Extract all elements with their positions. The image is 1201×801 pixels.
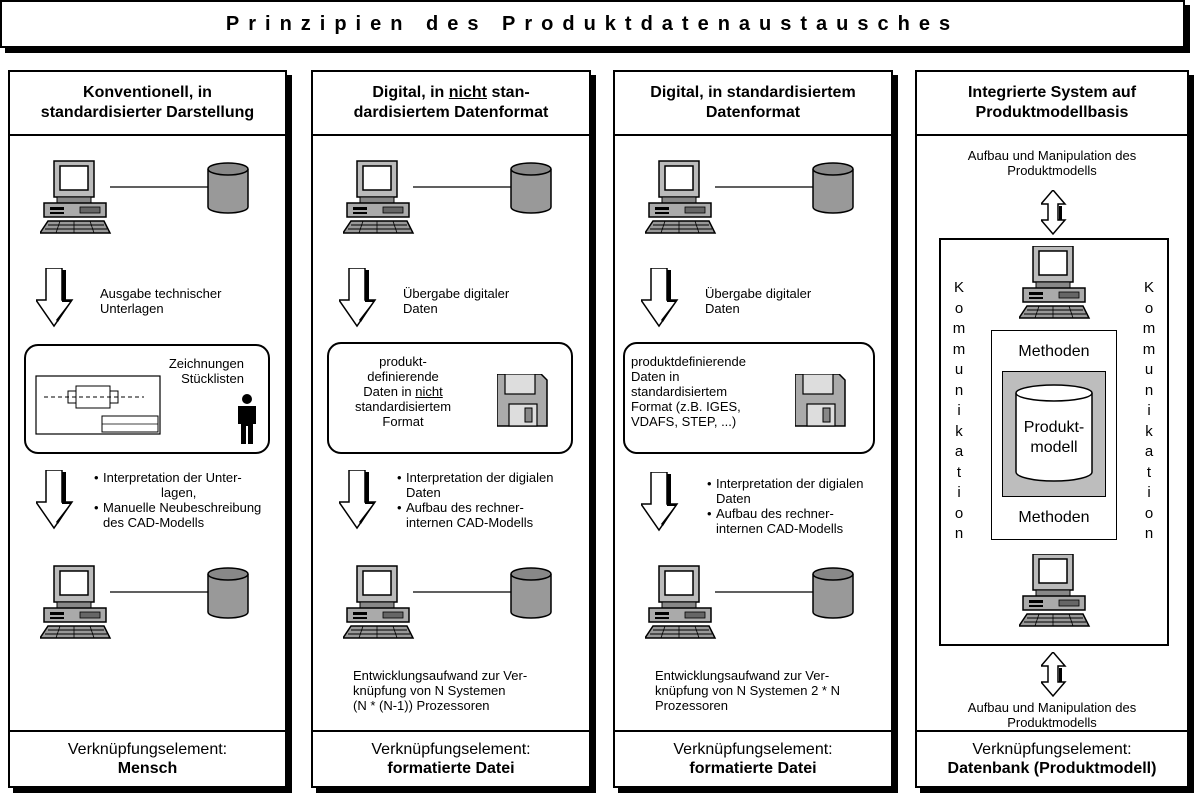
down-arrow-icon [641,472,678,531]
format-description: produktdefinierende Daten in standardisi… [631,354,746,429]
computer-icon [645,565,716,639]
product-model-label: Produkt-modell [1023,419,1085,456]
floppy-disk-icon [497,374,548,427]
computer-database-pair [40,565,249,639]
technical-drawing-icon [35,375,161,435]
computer-icon [40,160,111,234]
bidirectional-arrow-icon [1041,652,1066,697]
computer-icon [343,565,414,639]
person-icon [238,394,256,444]
diagram-title: Prinzipien des Produktdatenaustausches [225,12,960,35]
computer-database-pair [645,160,854,234]
column-heading: Digital, in nicht stan-dardisiertem Date… [313,72,589,136]
diagram-title-box: Prinzipien des Produktdatenaustausches [0,0,1185,48]
column-footer: Verknüpfungselement: formatierte Datei [615,730,891,786]
computer-database-pair [343,160,552,234]
data-format-box: produktdefinierende Daten in standardisi… [623,342,875,454]
database-icon [207,162,249,214]
development-effort-text: Entwicklungsaufwand zur Ver- knüpfung vo… [655,668,840,713]
methods-label-top: Methoden [1018,343,1090,360]
computer-database-pair [645,565,854,639]
down-arrow-icon [339,470,376,529]
down-arrow-icon [36,268,73,327]
column-footer: Verknüpfungselement: Datenbank (Produktm… [917,730,1187,786]
floppy-disk-icon [795,374,846,427]
database-icon [1015,384,1093,482]
column-footer: Verknüpfungselement: Mensch [10,730,285,786]
column-footer: Verknüpfungselement: formatierte Datei [313,730,589,786]
methods-box: Methoden Produkt-modell Methoden [991,330,1117,540]
database-icon [812,162,854,214]
down-arrow-icon [641,268,678,327]
bullet-item: Aufbau des rechner-internen CAD-Modells [707,506,863,536]
database-icon [207,567,249,619]
database-icon [510,567,552,619]
bullet-item: Interpretation der Unter-lagen, [94,470,261,500]
format-description: produkt- definierende Daten in nicht sta… [354,354,452,429]
methods-label-bottom: Methoden [1018,509,1090,526]
computer-icon [343,160,414,234]
bullet-item: Aufbau des rechner-internen CAD-Modells [397,500,553,530]
database-icon [510,162,552,214]
development-effort-text: Entwicklungsaufwand zur Ver- knüpfung vo… [353,668,528,713]
computer-database-pair [343,565,552,639]
computer-icon [40,565,111,639]
computer-icon [1019,246,1090,319]
data-format-box: produkt- definierende Daten in nicht sta… [327,342,573,454]
interpretation-bullets: Interpretation der Unter-lagen, Manuelle… [94,470,261,530]
computer-icon [645,160,716,234]
computer-database-pair [40,160,249,234]
database-icon [812,567,854,619]
column-digital-nonstandard: Digital, in nicht stan-dardisiertem Date… [311,70,591,788]
product-model-area: Produkt-modell [1002,371,1106,497]
bidirectional-arrow-icon [1041,190,1066,235]
computer-icon [1019,554,1090,627]
down-arrow-icon [36,470,73,529]
down-arrow-icon [339,268,376,327]
